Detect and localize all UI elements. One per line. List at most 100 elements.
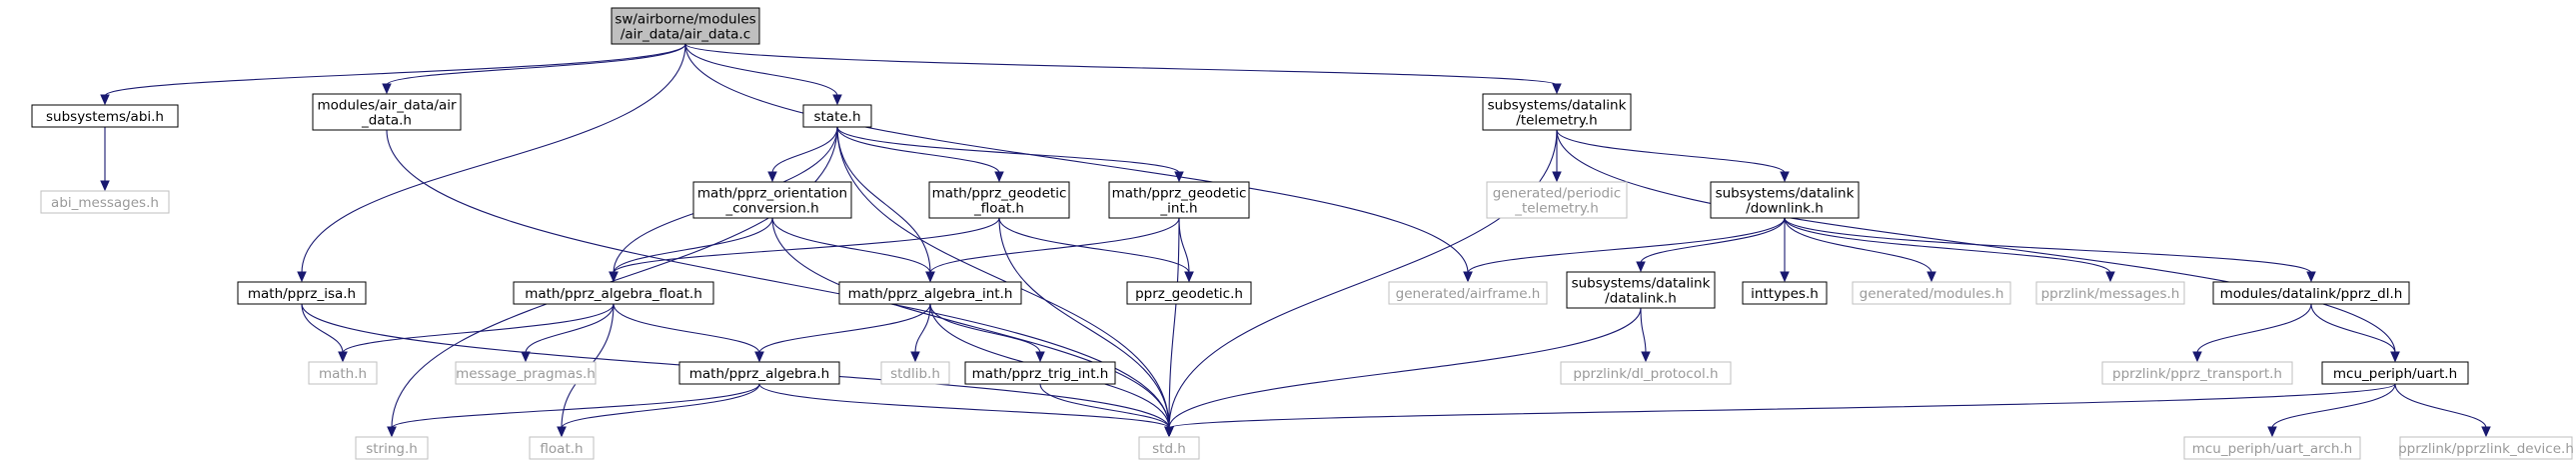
edge-uart-to-uart_arch xyxy=(2267,383,2396,438)
edge-root-to-airdata_h xyxy=(382,43,686,95)
edge-arrowhead xyxy=(1035,351,1045,363)
edge-arrowhead xyxy=(2390,351,2400,363)
node-algebra[interactable]: math/pprz_algebra.h xyxy=(678,361,840,385)
node-label: math/pprz_geodetic xyxy=(1112,186,1247,202)
node-isa[interactable]: math/pprz_isa.h xyxy=(237,281,367,305)
node-pprz_dl[interactable]: modules/datalink/pprz_dl.h xyxy=(2212,281,2410,305)
node-label: _data.h xyxy=(361,113,412,129)
node-box xyxy=(31,104,179,128)
node-box xyxy=(2035,281,2185,305)
node-label: string.h xyxy=(366,441,418,457)
node-label: math/pprz_isa.h xyxy=(248,286,356,302)
edge-arrowhead xyxy=(925,271,935,283)
node-telemetry[interactable]: subsystems/datalink/telemetry.h xyxy=(1482,93,1632,131)
node-string_h: string.h xyxy=(355,436,429,460)
node-label: _float.h xyxy=(973,201,1024,217)
node-geo_float[interactable]: math/pprz_geodetic_float.h xyxy=(928,181,1070,219)
node-box xyxy=(1566,271,1716,309)
edge-arrowhead xyxy=(1927,271,1936,283)
edge-state-to-alg_int xyxy=(836,126,935,283)
node-label: modules/datalink/pprz_dl.h xyxy=(2220,286,2403,302)
edge-geo_int-to-std_h xyxy=(1164,217,1180,438)
node-datalink_h[interactable]: subsystems/datalink/datalink.h xyxy=(1566,271,1716,309)
node-trig[interactable]: math/pprz_trig_int.h xyxy=(964,361,1116,385)
node-box xyxy=(1742,281,1828,305)
node-orient[interactable]: math/pprz_orientation_conversion.h xyxy=(692,181,852,219)
node-label: math.h xyxy=(319,366,367,382)
node-box xyxy=(2212,281,2410,305)
node-dl_protocol: pprzlink/dl_protocol.h xyxy=(1560,361,1732,385)
node-geo_int[interactable]: math/pprz_geodetic_int.h xyxy=(1108,181,1250,219)
node-downlink[interactable]: subsystems/datalink/downlink.h xyxy=(1710,181,1860,219)
node-box xyxy=(611,7,760,45)
node-box xyxy=(802,104,872,128)
node-alg_int[interactable]: math/pprz_algebra_int.h xyxy=(838,281,1022,305)
node-math_h: math.h xyxy=(308,361,378,385)
node-box xyxy=(2101,361,2293,385)
edge-airdata_h-to-std_h xyxy=(386,129,1174,438)
edge-arrowhead xyxy=(2192,351,2202,363)
node-uart[interactable]: mcu_periph/uart.h xyxy=(2321,361,2469,385)
node-abi[interactable]: subsystems/abi.h xyxy=(31,104,179,128)
node-stdlib: stdlib.h xyxy=(880,361,950,385)
node-label: abi_messages.h xyxy=(51,195,159,211)
node-label: pprzlink/pprz_transport.h xyxy=(2112,366,2282,382)
node-label: _int.h xyxy=(1159,201,1197,217)
edge-arrowhead xyxy=(2481,426,2491,438)
edge-alg_float-to-msg_pragmas xyxy=(521,303,615,363)
edge-arrowhead xyxy=(910,351,920,363)
node-state[interactable]: state.h xyxy=(802,104,872,128)
node-pprz_transport: pprzlink/pprz_transport.h xyxy=(2101,361,2293,385)
node-label: subsystems/datalink xyxy=(1488,98,1627,114)
node-label: inttypes.h xyxy=(1751,286,1819,302)
edge-arrowhead xyxy=(1552,171,1562,183)
edge-state-to-geo_int xyxy=(836,126,1184,183)
node-abi_msgs: abi_messages.h xyxy=(40,190,170,214)
node-label: float.h xyxy=(540,441,583,457)
edge-geo_float-to-alg_float xyxy=(609,217,1000,283)
node-inttypes[interactable]: inttypes.h xyxy=(1742,281,1828,305)
node-box xyxy=(1560,361,1732,385)
edge-state-to-orient xyxy=(767,126,838,183)
edge-downlink-to-messages_h xyxy=(1784,217,2115,283)
node-box xyxy=(529,436,595,460)
edge-uart-to-std_h xyxy=(1164,383,2396,438)
node-label: pprz_geodetic.h xyxy=(1135,286,1243,302)
node-label: pprzlink/dl_protocol.h xyxy=(1573,366,1718,382)
edge-telemetry-to-uart xyxy=(1556,129,2400,363)
node-root[interactable]: sw/airborne/modules/air_data/air_data.c xyxy=(611,7,760,45)
node-label: math/pprz_geodetic xyxy=(932,186,1067,202)
node-label: stdlib.h xyxy=(890,366,940,382)
node-box xyxy=(678,361,840,385)
edge-abi-to-abi_msgs xyxy=(100,126,110,192)
node-box xyxy=(1710,181,1860,219)
edge-state-to-geo_float xyxy=(836,126,1004,183)
node-label: pprzlink/pprzlink_device.h xyxy=(2398,441,2574,457)
node-airdata_h[interactable]: modules/air_data/air_data.h xyxy=(312,93,462,131)
edge-arrowhead xyxy=(994,171,1004,183)
node-box xyxy=(2321,361,2469,385)
node-label: sw/airborne/modules xyxy=(615,12,755,28)
node-label: math/pprz_algebra.h xyxy=(689,366,829,382)
node-alg_float[interactable]: math/pprz_algebra_float.h xyxy=(513,281,714,305)
edge-root-to-telemetry xyxy=(684,43,1562,95)
edge-geo_float-to-pprz_geodetic xyxy=(998,217,1194,283)
edge-arrowhead xyxy=(521,351,531,363)
node-pprz_geodetic[interactable]: pprz_geodetic.h xyxy=(1126,281,1252,305)
node-label: math/pprz_orientation xyxy=(697,186,847,202)
node-label: generated/modules.h xyxy=(1860,286,2004,302)
edge-pprz_dl-to-uart xyxy=(2310,303,2400,363)
edge-downlink-to-airframe xyxy=(1463,217,1786,283)
edge-downlink-to-modules_h xyxy=(1784,217,1936,283)
edge-pprz_dl-to-pprz_transport xyxy=(2192,303,2312,363)
edge-arrowhead xyxy=(1463,271,1473,283)
edge-datalink_h-to-dl_protocol xyxy=(1640,307,1651,363)
edge-arrowhead xyxy=(1184,271,1194,283)
node-box xyxy=(355,436,429,460)
node-label: /downlink.h xyxy=(1746,201,1824,217)
node-box xyxy=(1852,281,2011,305)
node-box xyxy=(838,281,1022,305)
edge-algebra-to-string_h xyxy=(387,383,760,438)
edge-alg_int-to-trig xyxy=(929,303,1045,363)
node-box xyxy=(928,181,1070,219)
